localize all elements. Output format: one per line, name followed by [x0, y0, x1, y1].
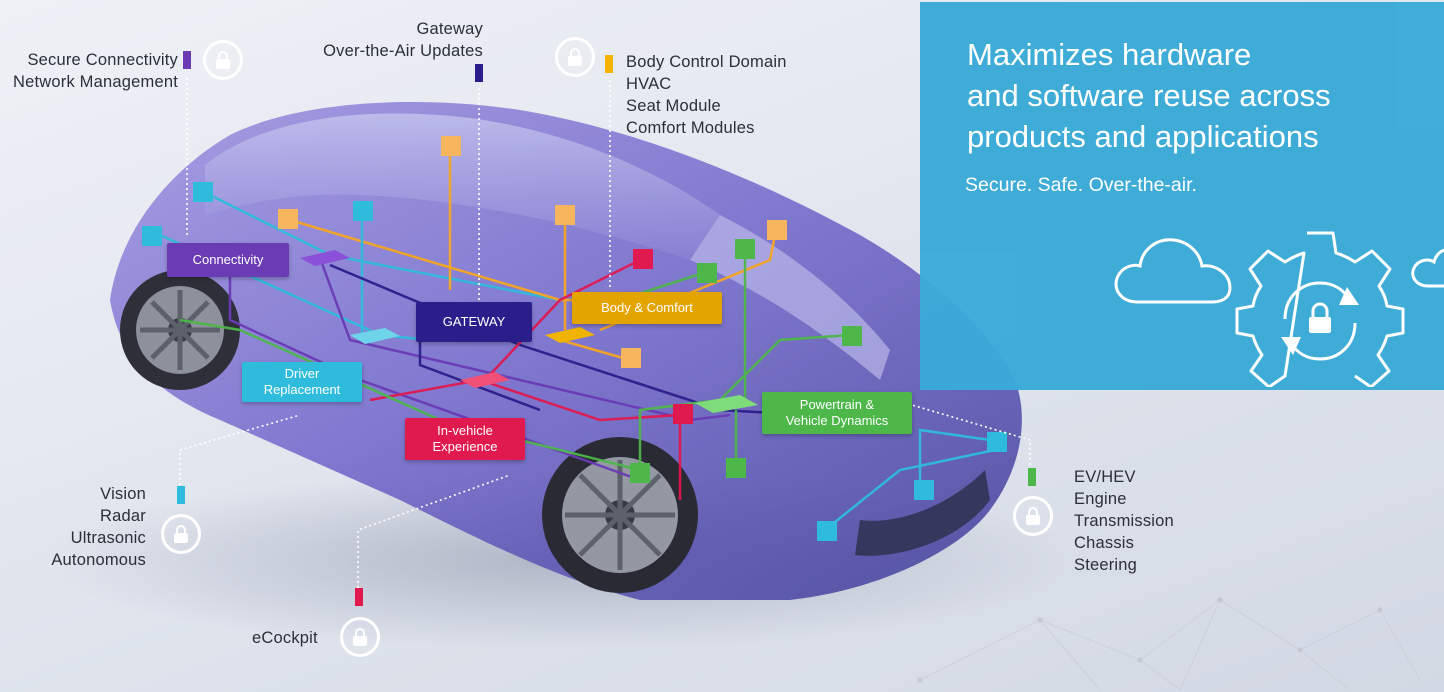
domain-label: Powertrain & — [799, 397, 875, 412]
tick-powertrain — [1028, 468, 1036, 486]
tick-gateway — [475, 64, 483, 82]
callout-body-control: Body Control Domain HVAC Seat Module Com… — [626, 51, 787, 139]
tick-sensors — [177, 486, 185, 504]
callout-secure-connectivity: Secure Connectivity Network Management — [0, 49, 178, 93]
callout-line: Engine — [1074, 490, 1127, 508]
lock-icon — [1013, 496, 1053, 536]
lock-icon — [340, 617, 380, 657]
callout-line: Network Management — [12, 73, 178, 91]
callout-line: eCockpit — [252, 629, 318, 647]
callout-line: Vision — [100, 485, 146, 503]
tick-ecockpit — [355, 588, 363, 606]
callout-line: EV/HEV — [1074, 468, 1136, 486]
callout-line: Body Control Domain — [626, 53, 787, 71]
callout-line: Ultrasonic — [70, 529, 146, 547]
info-panel: Maximizes hardware and software reuse ac… — [920, 2, 1444, 390]
callout-line: Transmission — [1074, 512, 1174, 530]
panel-title: Maximizes hardware and software reuse ac… — [967, 34, 1331, 157]
domain-driver-replacement: Driver Replacement — [242, 362, 362, 402]
gear-sync-icon — [1235, 231, 1405, 387]
domain-connectivity: Connectivity — [167, 243, 289, 277]
callout-ecockpit: eCockpit — [252, 627, 318, 649]
lock-icon — [161, 514, 201, 554]
callout-line: Gateway — [416, 20, 483, 38]
panel-title-line: and software reuse across — [967, 78, 1331, 113]
callout-line: Seat Module — [626, 97, 721, 115]
callout-line: Chassis — [1074, 534, 1135, 552]
domain-label: Vehicle Dynamics — [785, 413, 889, 428]
callout-line: Steering — [1074, 556, 1138, 574]
cloud-icon — [1114, 238, 1232, 304]
domain-label: Body & Comfort — [601, 300, 693, 315]
domain-in-vehicle-experience: In-vehicle Experience — [405, 418, 525, 460]
callout-line: Autonomous — [51, 551, 146, 569]
callout-line: HVAC — [626, 75, 672, 93]
domain-label: Driver — [284, 366, 320, 381]
domain-label: Replacement — [263, 382, 341, 397]
callout-powertrain: EV/HEV Engine Transmission Chassis Steer… — [1074, 466, 1174, 576]
domain-label: Experience — [432, 439, 498, 454]
callout-line: Comfort Modules — [626, 119, 755, 137]
panel-title-line: products and applications — [967, 119, 1319, 154]
domain-label: In-vehicle — [437, 423, 493, 438]
callout-sensors: Vision Radar Ultrasonic Autonomous — [20, 483, 146, 571]
domain-powertrain: Powertrain & Vehicle Dynamics — [762, 392, 912, 434]
domain-gateway: GATEWAY — [416, 302, 532, 342]
lock-icon — [203, 40, 243, 80]
cloud-icon — [1411, 248, 1444, 288]
tick-body — [605, 55, 613, 73]
panel-subtitle: Secure. Safe. Over-the-air. — [965, 174, 1197, 196]
domain-body-comfort: Body & Comfort — [572, 292, 722, 324]
tick-connectivity — [183, 51, 191, 69]
callout-line: Secure Connectivity — [27, 51, 178, 69]
lock-icon — [555, 37, 595, 77]
callout-line: Over-the-Air Updates — [323, 42, 483, 60]
callout-gateway: Gateway Over-the-Air Updates — [300, 18, 483, 62]
domain-label: Connectivity — [192, 252, 264, 267]
network-mesh-decoration — [917, 597, 1421, 691]
domain-label: GATEWAY — [442, 314, 506, 329]
callout-line: Radar — [100, 507, 146, 525]
panel-title-line: Maximizes hardware — [967, 37, 1252, 72]
